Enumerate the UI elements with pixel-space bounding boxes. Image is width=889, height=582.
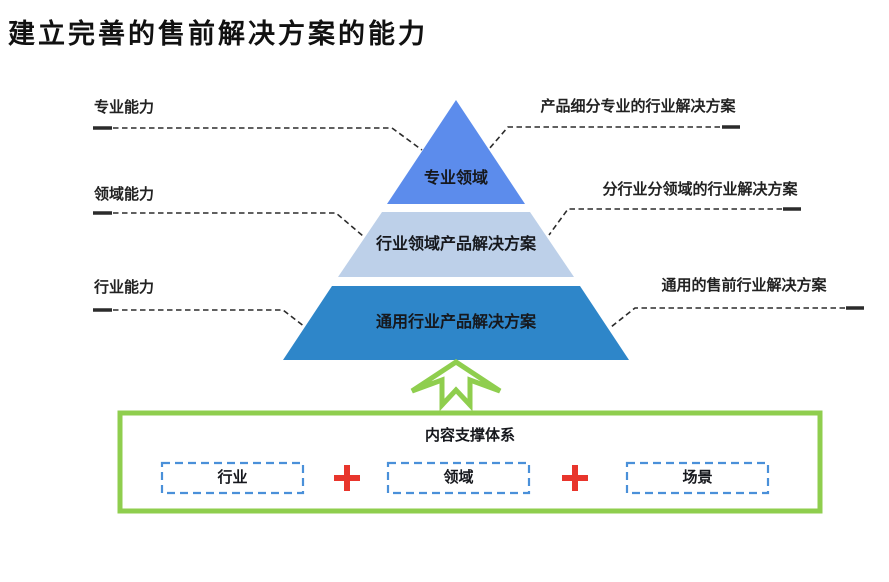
left-label-professional: 专业能力 bbox=[94, 99, 155, 116]
support-box-title: 内容支撑体系 bbox=[424, 427, 515, 444]
item-box-domain bbox=[386, 461, 531, 495]
page-title: 建立完善的售前解决方案的能力 bbox=[8, 19, 428, 49]
item-box-industry bbox=[160, 461, 305, 495]
pyramid-tier-bottom-label: 通用行业产品解决方案 bbox=[375, 314, 536, 331]
plus-icon bbox=[334, 465, 360, 491]
connector-left-top bbox=[95, 127, 423, 151]
connector-left-bottom bbox=[95, 309, 306, 328]
left-label-domain: 领域能力 bbox=[94, 186, 155, 203]
connector-right-middle bbox=[548, 208, 800, 236]
connector-right-bottom bbox=[610, 307, 863, 328]
pyramid-tier-top-label: 专业领域 bbox=[423, 170, 488, 187]
up-arrow-icon bbox=[410, 359, 502, 412]
support-box-outline bbox=[117, 410, 823, 514]
pyramid-tier-middle-label: 行业领域产品解决方案 bbox=[375, 236, 536, 253]
item-label-scenario: 场景 bbox=[682, 469, 713, 486]
plus-icon bbox=[562, 465, 588, 491]
item-label-industry: 行业 bbox=[217, 469, 248, 486]
item-box-scenario bbox=[625, 461, 770, 495]
left-label-industry: 行业能力 bbox=[94, 279, 155, 296]
pyramid-tier-bottom bbox=[283, 286, 629, 360]
item-label-domain: 领域 bbox=[443, 469, 474, 486]
connector-right-top bbox=[488, 126, 738, 150]
right-label-bottom: 通用的售前行业解决方案 bbox=[661, 277, 827, 294]
pyramid-tier-middle bbox=[338, 212, 574, 277]
pyramid-tier-top bbox=[387, 100, 525, 204]
right-label-middle: 分行业分领域的行业解决方案 bbox=[602, 181, 798, 198]
right-label-top: 产品细分专业的行业解决方案 bbox=[540, 98, 736, 115]
connector-left-middle bbox=[95, 212, 364, 237]
